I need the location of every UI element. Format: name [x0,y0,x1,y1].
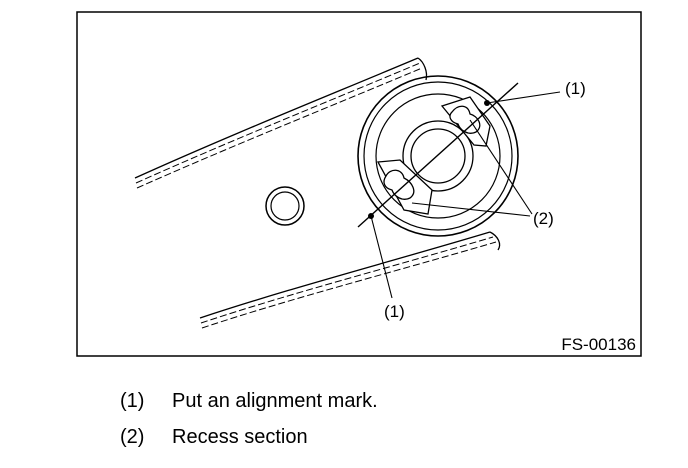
figure-code: FS-00136 [561,335,636,354]
legend-item-2: (2) Recess section [120,425,308,449]
bushing [357,75,519,237]
recess-section-upper [440,96,491,147]
callout-1-bottom: (1) [384,302,405,321]
bolt-hole [265,186,305,226]
legend-text: Recess section [172,426,308,448]
figure-frame [76,11,642,357]
legend-item-1: (1) Put an alignment mark. [120,389,378,413]
leader-lines [370,91,561,299]
legend-number: (1) [120,390,145,412]
legend-text: Put an alignment mark. [172,390,378,412]
recess-section-lower [376,159,433,215]
alignment-line [357,82,519,228]
arm-lower-edge [199,231,501,329]
arm-upper-edge [134,57,428,189]
legend-number: (2) [120,426,145,448]
callout-1-top: (1) [565,79,586,98]
callout-2: (2) [533,209,554,228]
